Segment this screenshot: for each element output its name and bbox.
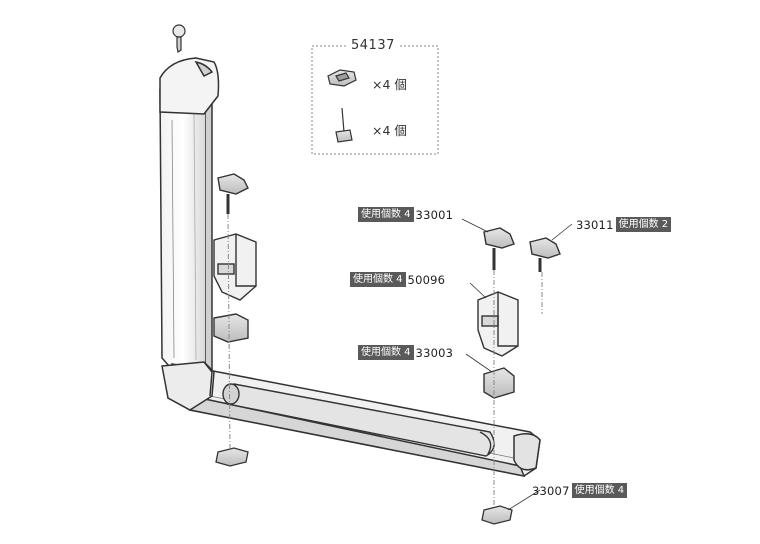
right-clamp-bracket — [477, 291, 519, 357]
callout-33007: 33007 使用個数 4 — [530, 483, 628, 498]
far-right-tbolt-knob — [529, 237, 561, 272]
carrier-upright-arm — [159, 88, 213, 377]
kit-part-number: 54137 — [348, 38, 398, 53]
right-pad — [483, 367, 515, 399]
right-bottom-tnut — [481, 505, 513, 525]
corner-end-cap — [161, 361, 215, 411]
kit-tnut-qty: ×4 個 — [372, 77, 407, 92]
assembly-axis-lines — [227, 213, 543, 506]
callout-33001: 使用個数 4 33001 — [358, 207, 455, 222]
kit-tbolt-icon — [335, 107, 353, 143]
left-clamp-bracket — [213, 233, 257, 301]
callout-leaders — [461, 218, 573, 511]
callout-33011: 33011 使用個数 2 — [574, 217, 672, 232]
callout-33011-part-number: 33011 — [576, 217, 614, 232]
top-end-cap — [159, 57, 220, 115]
left-pad — [213, 313, 249, 343]
callout-33007-part-number: 33007 — [532, 483, 570, 498]
key-icon — [172, 24, 186, 53]
callout-33003-qty-badge: 使用個数 4 — [358, 345, 414, 360]
left-bottom-tnut — [215, 447, 249, 467]
callout-50096-qty-badge: 使用個数 4 — [350, 272, 406, 287]
callout-33001-qty-badge: 使用個数 4 — [358, 207, 414, 222]
callout-33003-part-number: 33003 — [415, 345, 454, 360]
callout-33003: 使用個数 4 33003 — [358, 345, 455, 360]
callout-33011-qty-badge: 使用個数 2 — [615, 217, 672, 232]
foam-tube — [222, 383, 495, 457]
kit-tbolt-qty: ×4 個 — [372, 123, 407, 138]
kit-tnut-icon — [327, 69, 357, 87]
callout-33001-part-number: 33001 — [415, 207, 454, 222]
left-tbolt-knob — [217, 173, 249, 214]
callout-33007-qty-badge: 使用個数 4 — [571, 483, 628, 498]
right-tbolt-knob — [483, 227, 515, 270]
kit-box — [311, 45, 439, 155]
callout-50096: 使用個数 4 50096 — [350, 272, 447, 287]
callout-50096-part-number: 50096 — [407, 272, 446, 287]
